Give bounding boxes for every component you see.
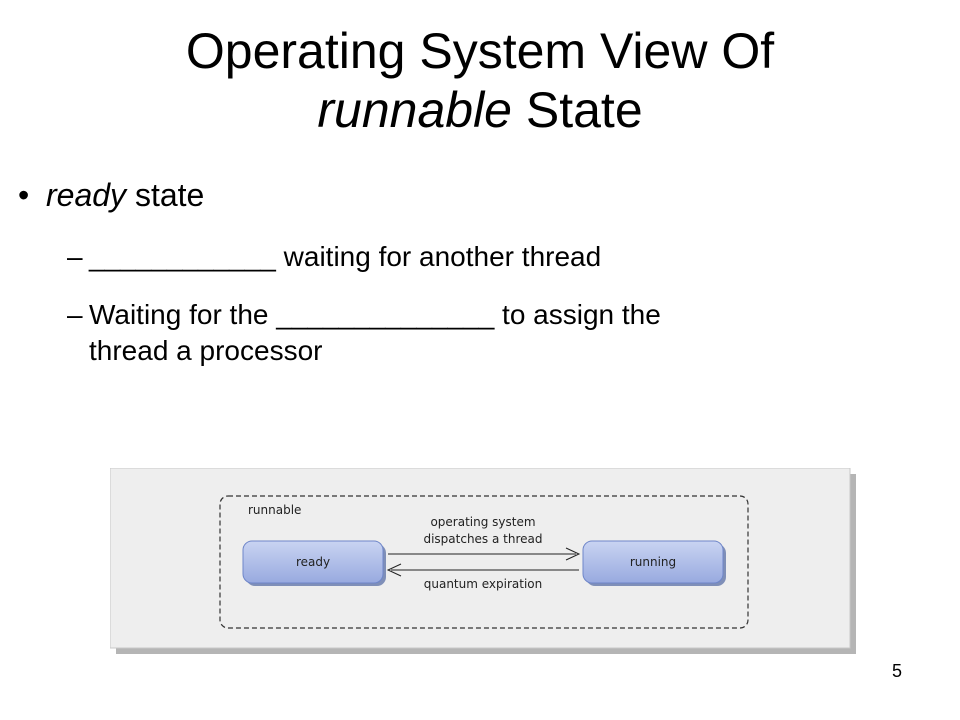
- ready-state: [242, 540, 384, 584]
- title-line-1: Operating System View Of: [185, 23, 775, 79]
- running-state: [582, 540, 724, 584]
- bullet-rest: state: [126, 177, 205, 213]
- subitem-text: ____________ waiting for another thread: [89, 241, 602, 272]
- runnable-label: runnable: [248, 503, 301, 517]
- running-state-label: running: [630, 555, 676, 569]
- bullet-dot: •: [18, 177, 30, 213]
- subitem-text: Waiting for the ______________ to assign…: [89, 299, 661, 330]
- bullet-ready-state: • ready state: [18, 176, 204, 214]
- dispatch-arrow: [388, 547, 581, 561]
- subitem-dash: –: [67, 299, 83, 330]
- title-line-2-rest: State: [511, 82, 643, 138]
- title-line-2: runnable State: [0, 81, 960, 140]
- diagram-panel: [110, 468, 851, 649]
- runnable-container: [219, 495, 749, 629]
- subitem-dash: –: [67, 241, 83, 272]
- slide-title: Operating System View Of runnable State: [0, 22, 960, 140]
- bullet-italic-word: ready: [46, 177, 127, 213]
- dispatch-label-line-2: dispatches a thread: [423, 532, 542, 546]
- state-diagram: runnable ready running operating system …: [110, 468, 856, 654]
- page-number: 5: [891, 661, 902, 681]
- ready-state-label: ready: [296, 555, 330, 569]
- title-italic-word: runnable: [317, 82, 512, 138]
- expiration-arrow: [386, 563, 579, 577]
- subitem-continuation: thread a processor: [89, 335, 323, 366]
- dispatch-label-line-1: operating system: [430, 515, 535, 529]
- subitem-2: –Waiting for the ______________ to assig…: [67, 297, 661, 369]
- subitem-1: –____________ waiting for another thread: [67, 239, 601, 275]
- expiration-label: quantum expiration: [424, 577, 543, 591]
